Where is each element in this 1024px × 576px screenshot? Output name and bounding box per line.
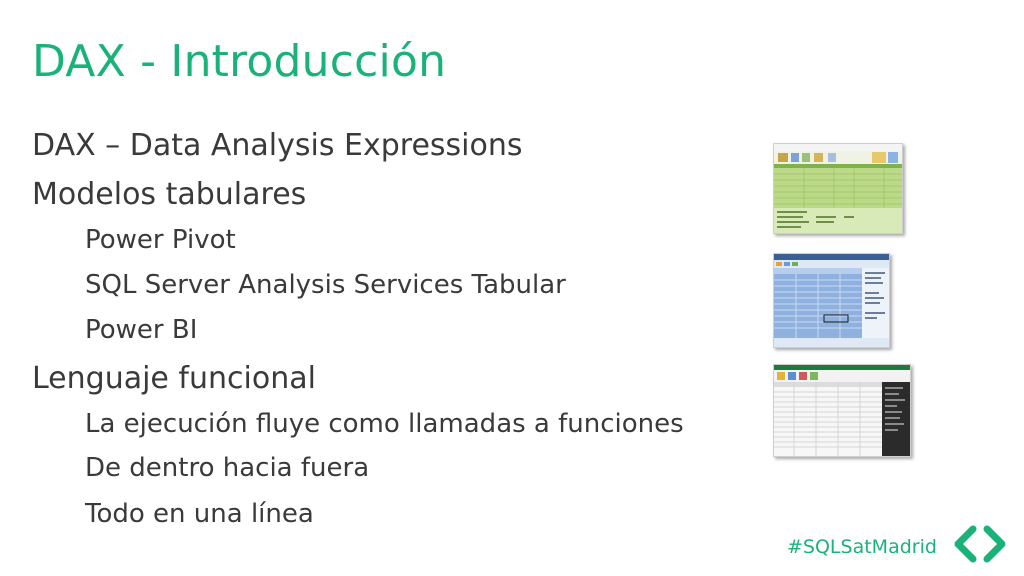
bullet-item: Lenguaje funcional (32, 361, 316, 396)
bullet-item: Modelos tabulares (32, 177, 307, 212)
ssas-tabular-screenshot-icon (773, 253, 890, 348)
sub-bullet-item: Power Pivot (85, 225, 236, 255)
sub-bullet-item: SQL Server Analysis Services Tabular (85, 270, 566, 300)
slide-title: DAX - Introducción (32, 36, 447, 87)
power-pivot-screenshot-icon (773, 143, 903, 234)
sub-bullet-item: Todo en una línea (85, 499, 314, 529)
power-bi-screenshot-icon (773, 364, 911, 457)
chevron-brackets-logo-icon (954, 525, 1006, 563)
sub-bullet-item: De dentro hacia fuera (85, 453, 370, 483)
bullet-item: DAX – Data Analysis Expressions (32, 128, 523, 163)
sub-bullet-item: La ejecución fluye como llamadas a funci… (85, 409, 684, 439)
event-hashtag: #SQLSatMadrid (787, 536, 937, 558)
sub-bullet-item: Power BI (85, 315, 198, 345)
